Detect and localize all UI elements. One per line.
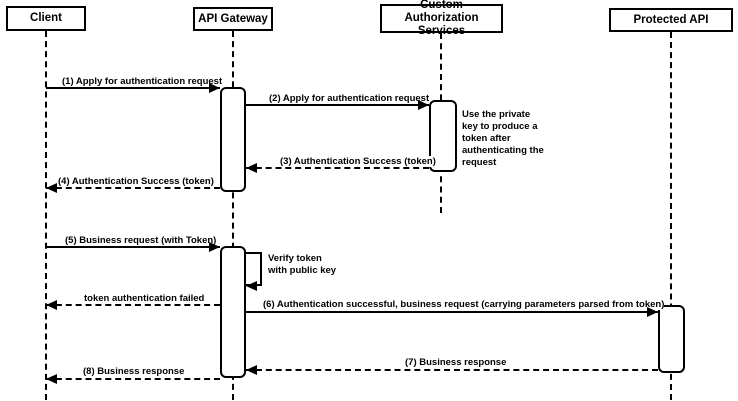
activation-api-gateway-business [220,246,246,378]
message-8-line [246,369,658,371]
message-1-label: (1) Apply for authentication request [62,76,223,87]
message-8-label: (7) Business response [405,357,507,368]
message-3-line [246,167,429,169]
note-private-key: Use the private key to produce a token a… [462,109,544,168]
message-4-label: (4) Authentication Success (token) [58,176,214,187]
lifeline-protected-api [670,32,672,400]
message-1-arrowhead [209,83,220,93]
actor-label-custom-auth: Custom Authorization Services [404,0,479,37]
message-7-label: (6) Authentication successful, business … [263,299,665,310]
message-9-label: (8) Business response [83,366,185,377]
actor-box-protected-api: Protected API [609,8,733,32]
actor-label-api-gateway: API Gateway [198,12,268,25]
activation-protected-api [658,305,685,373]
lifeline-api-gateway [232,31,234,400]
actor-label-client: Client [30,12,62,24]
actor-box-custom-auth: Custom Authorization Services [380,0,503,37]
actor-box-client: Client [6,6,86,31]
message-2-line [246,104,429,106]
message-5-arrowhead [209,242,220,252]
message-7-line [246,311,658,313]
lifeline-client [45,31,47,400]
activation-api-gateway-auth [220,87,246,192]
message-7-arrowhead [647,307,658,317]
message-9-arrowhead [46,374,57,384]
self-message-label: Verify token with public key [268,253,337,276]
actor-box-api-gateway: API Gateway [193,7,273,31]
message-4-arrowhead [46,183,57,193]
self-message-arrowhead [246,281,257,291]
message-2-arrowhead [418,100,429,110]
message-5-line [46,246,220,248]
message-3-label: (3) Authentication Success (token) [280,156,436,167]
message-8-arrowhead [246,365,257,375]
message-6-line [46,304,220,306]
message-4-line [46,187,220,189]
actor-label-protected-api: Protected API [633,13,709,26]
message-3-arrowhead [246,163,257,173]
message-6-arrowhead [46,300,57,310]
message-2-label: (2) Apply for authentication request [269,93,430,104]
message-5-label: (5) Business request (with Token) [65,235,217,246]
message-1-line [46,87,220,89]
message-6-label: token authentication failed [84,293,205,304]
message-9-line [46,378,220,380]
